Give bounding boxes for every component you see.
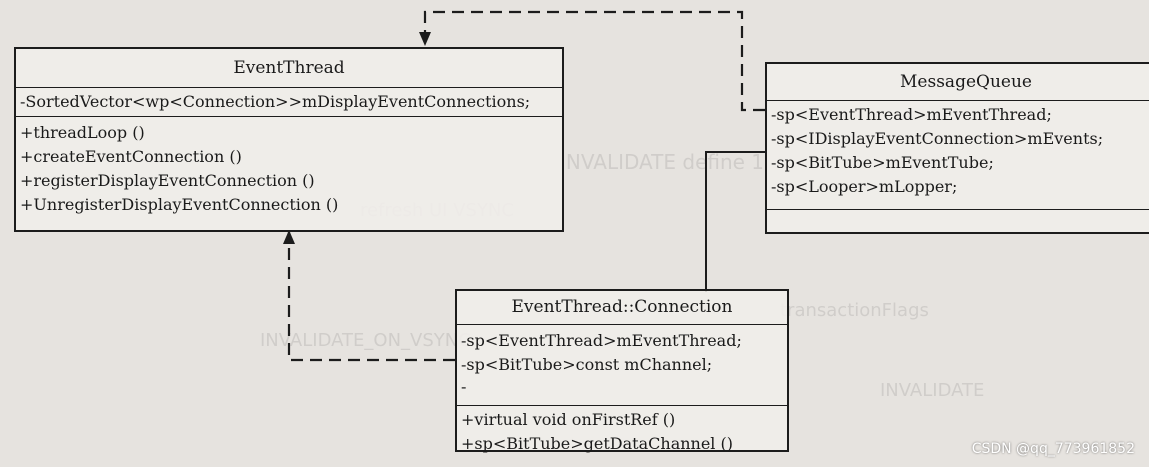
messagequeue-attribute: -sp<IDisplayEventConnection>mEvents; [771, 129, 1104, 148]
messagequeue-class-title: MessageQueue [767, 64, 1149, 101]
messagequeue-methods-empty [767, 210, 1149, 214]
connection-class-box: EventThread::Connection -sp<EventThread>… [455, 289, 789, 453]
connection-attribute: - [461, 377, 467, 396]
messagequeue-to-eventthread-dependency [423, 10, 765, 112]
eventthread-class-box: EventThread -SortedVector<wp<Connection>… [14, 47, 564, 232]
messagequeue-class-box: MessageQueue -sp<EventThread>mEventThrea… [765, 62, 1149, 234]
connection-attributes: -sp<EventThread>mEventThread; -sp<BitTub… [457, 325, 787, 406]
eventthread-method: +UnregisterDisplayEventConnection () [20, 195, 339, 214]
connection-class-title: EventThread::Connection [457, 291, 787, 325]
eventthread-method: +createEventConnection () [20, 147, 242, 166]
connection-method: +virtual void onFirstRef () [461, 410, 676, 429]
eventthread-bottom-arrowhead [283, 230, 295, 244]
eventthread-method: +registerDisplayEventConnection () [20, 171, 315, 190]
eventthread-methods: +threadLoop () +createEventConnection ()… [16, 117, 562, 219]
eventthread-top-arrowhead [419, 32, 431, 46]
eventthread-method: +threadLoop () [20, 123, 145, 142]
connection-method: +sp<BitTube>getDataChannel () [461, 434, 733, 453]
connection-attribute: -sp<EventThread>mEventThread; [461, 331, 742, 350]
connection-methods: +virtual void onFirstRef () +sp<BitTube>… [457, 406, 787, 458]
csdn-watermark: CSDN @qq_773961852 [971, 441, 1135, 457]
messagequeue-attribute: -sp<Looper>mLopper; [771, 177, 958, 196]
messagequeue-attribute: -sp<EventThread>mEventThread; [771, 105, 1052, 124]
messagequeue-attribute: -sp<BitTube>mEventTube; [771, 153, 994, 172]
eventthread-attributes: -SortedVector<wp<Connection>>mDisplayEve… [16, 88, 562, 117]
eventthread-class-title: EventThread [16, 49, 562, 88]
eventthread-attribute: -SortedVector<wp<Connection>>mDisplayEve… [20, 92, 531, 111]
connection-attribute: -sp<BitTube>const mChannel; [461, 355, 713, 374]
messagequeue-attributes: -sp<EventThread>mEventThread; -sp<IDispl… [767, 101, 1149, 210]
connection-to-eventthread-dependency [287, 232, 455, 362]
connection-to-messagequeue-association [705, 151, 765, 292]
